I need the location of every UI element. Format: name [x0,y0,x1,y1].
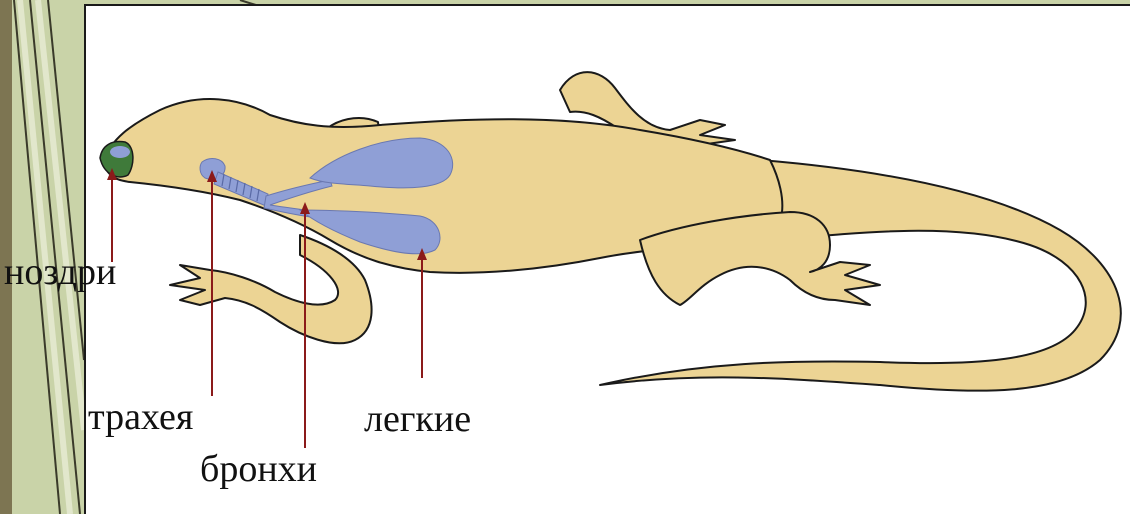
lizard-body [105,72,1121,391]
label-trachea: трахея [88,398,193,436]
lizard-front-leg-bottom [170,235,372,343]
label-lungs: легкие [364,400,471,438]
nostril-organ [100,142,133,177]
label-bronchi: бронхи [200,450,317,488]
label-nostrils: ноздри [4,253,116,291]
arrow-nostrils [107,168,117,262]
